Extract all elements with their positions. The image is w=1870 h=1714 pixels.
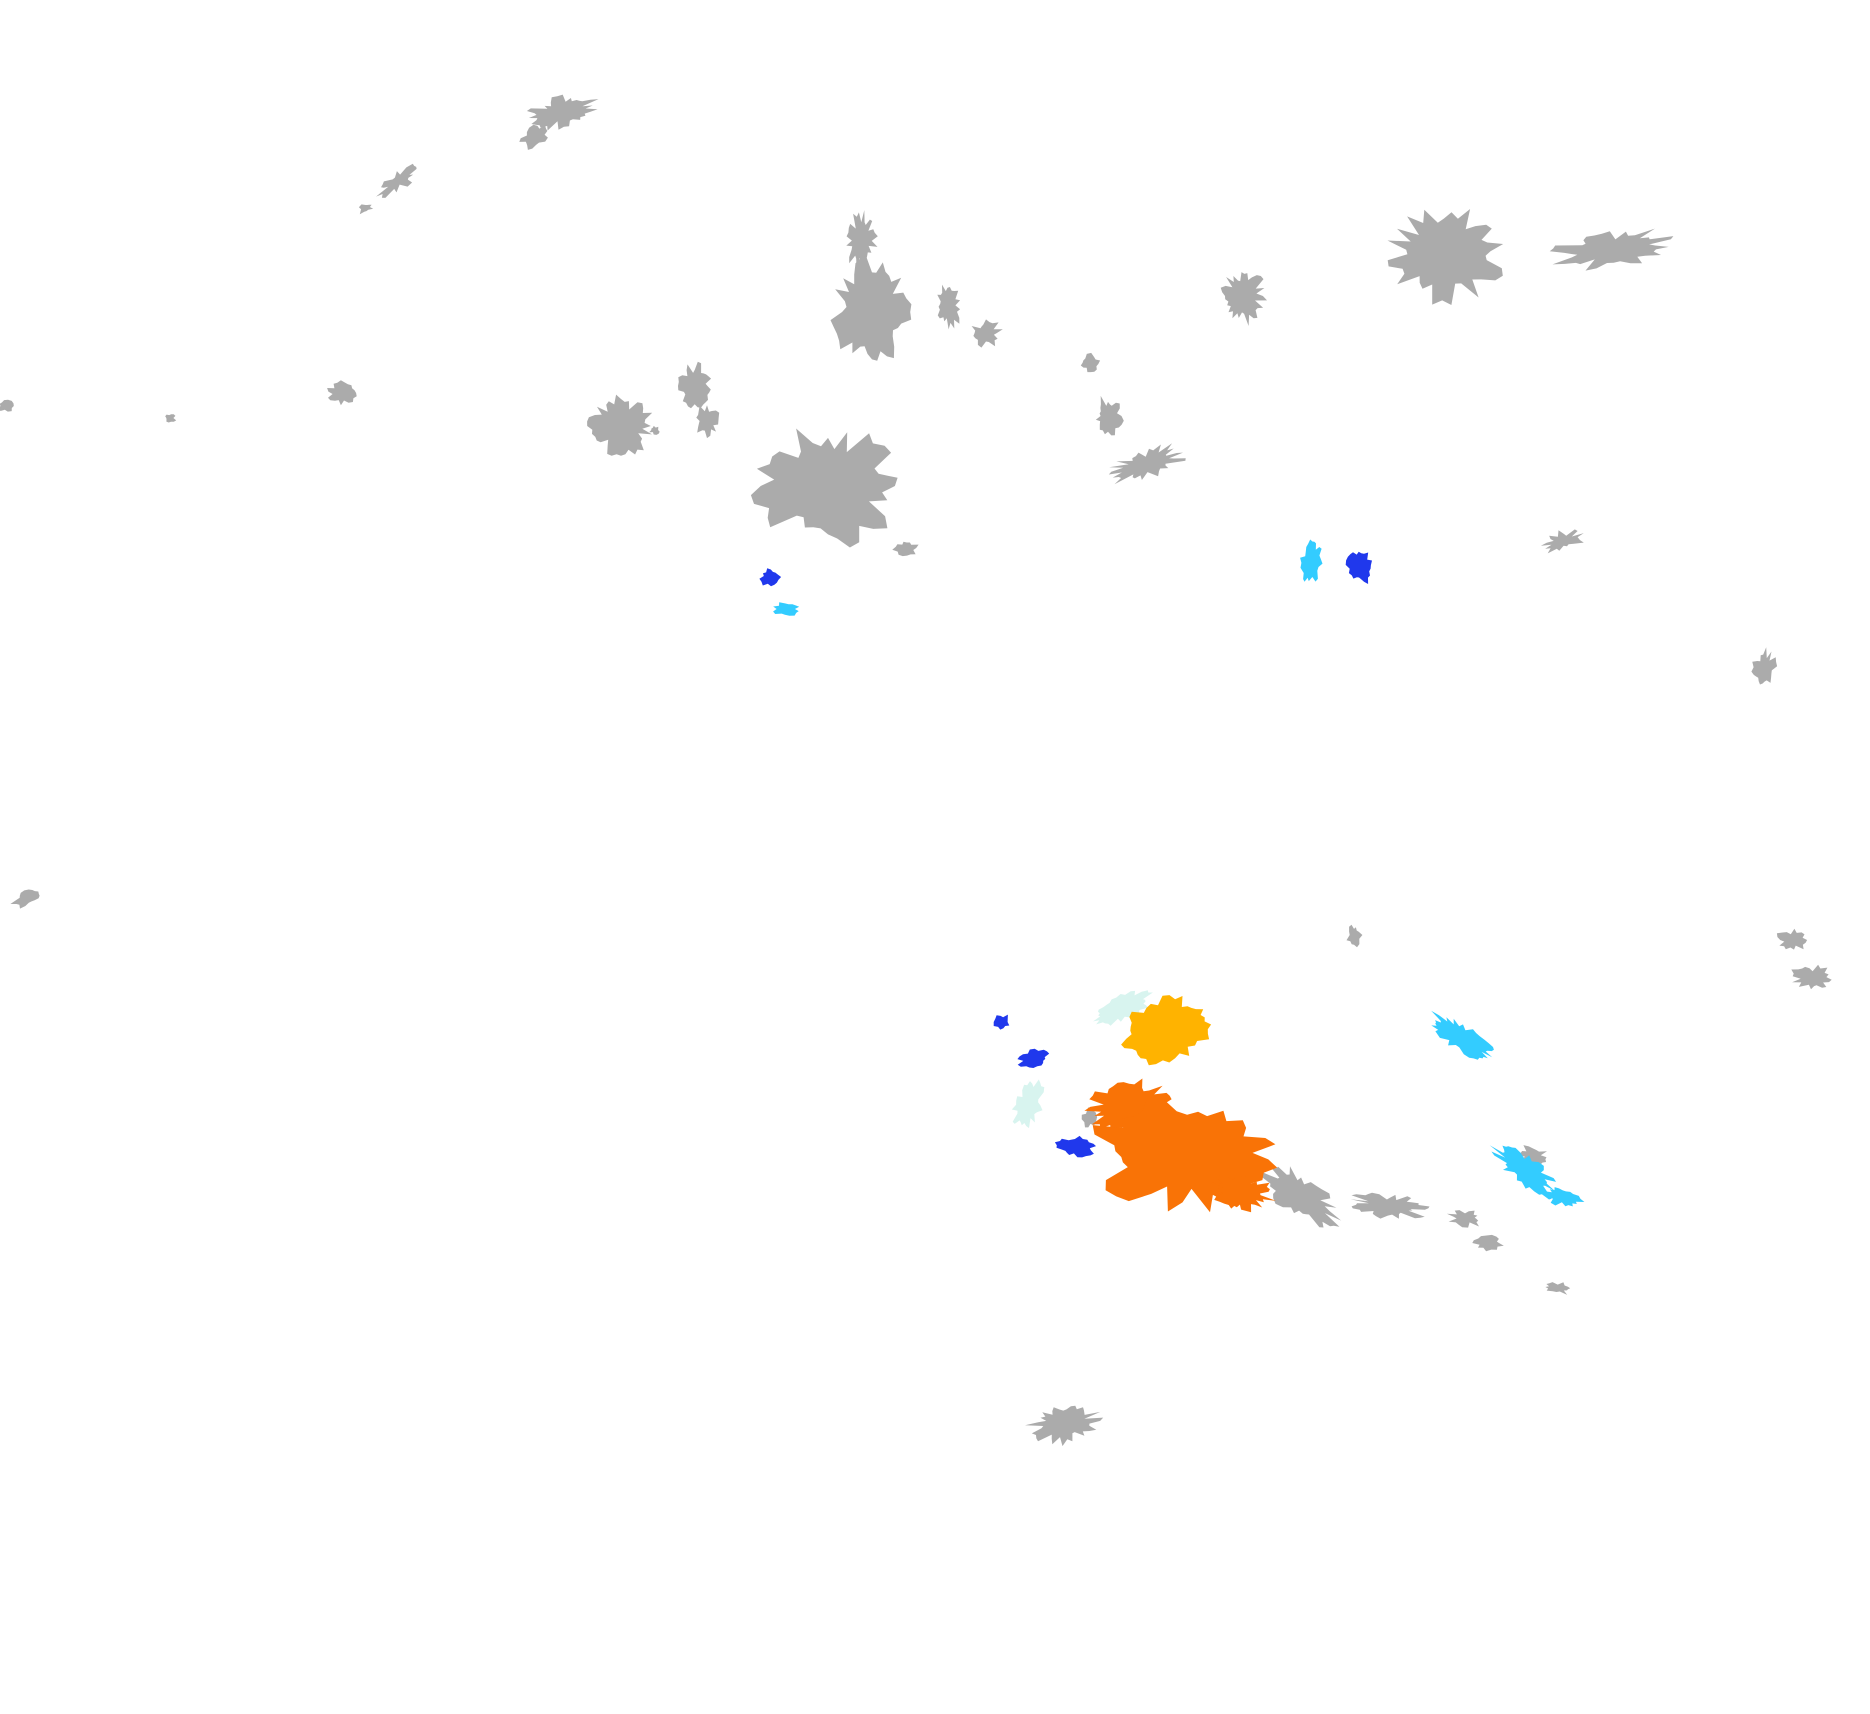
map-blob-blue bbox=[1345, 551, 1372, 584]
map-blob-cyan bbox=[1431, 1010, 1494, 1060]
map-blob-gray bbox=[678, 361, 712, 409]
map-blob-gray bbox=[1080, 352, 1101, 373]
map-blob-gray bbox=[358, 204, 374, 215]
map-blob-gray bbox=[750, 428, 898, 548]
map-blob-gray bbox=[165, 414, 177, 423]
map-blob-gray bbox=[1545, 1282, 1571, 1295]
map-blob-cyan bbox=[1542, 1187, 1585, 1207]
map-blob-gray bbox=[1350, 1192, 1430, 1219]
map-blob-gray bbox=[971, 319, 1003, 348]
map-blob-gray bbox=[1791, 964, 1832, 990]
map-blob-gray bbox=[1081, 1107, 1098, 1128]
map-blob-gray bbox=[1776, 928, 1808, 950]
map-blob-gray bbox=[1255, 1164, 1342, 1228]
map-blob-gray bbox=[830, 255, 912, 361]
map-blob-gray bbox=[1446, 1210, 1479, 1228]
map-blob-gray bbox=[1540, 529, 1584, 554]
map-blob-blue bbox=[1054, 1135, 1096, 1158]
map-blob-blue bbox=[1017, 1048, 1050, 1068]
map-blob-gray bbox=[587, 394, 653, 456]
map-blob-gray bbox=[1472, 1234, 1504, 1252]
map-blob-gray bbox=[376, 163, 417, 198]
map-blob-gray bbox=[1387, 209, 1504, 305]
map-blob-gray bbox=[1346, 924, 1363, 948]
map-blob-gray bbox=[1025, 1405, 1104, 1447]
map-blob-gray bbox=[1517, 1145, 1547, 1167]
map-blob-amber bbox=[1121, 995, 1212, 1066]
map-blob-gray bbox=[327, 380, 357, 406]
map-blob-gray bbox=[519, 124, 548, 150]
map-blob-blue bbox=[993, 1014, 1010, 1030]
map-blob-gray bbox=[1549, 228, 1674, 271]
map-blob-gray bbox=[696, 405, 720, 439]
map-blob-orange bbox=[1212, 1175, 1276, 1213]
map-blob-gray bbox=[526, 94, 599, 131]
map-blob-blue bbox=[759, 568, 782, 587]
map-blob-gray bbox=[1108, 443, 1186, 485]
map-blob-gray bbox=[892, 541, 919, 557]
map-blob-cyan bbox=[773, 602, 800, 616]
map-blob-cyan bbox=[1300, 539, 1323, 582]
map-blob-gray bbox=[1095, 395, 1124, 436]
map-blob-gray bbox=[846, 210, 878, 271]
map-blob-gray bbox=[10, 889, 40, 909]
map-blob-orange bbox=[1084, 1078, 1172, 1131]
map-blob-gray bbox=[649, 425, 660, 435]
map-blob-gray bbox=[1220, 272, 1267, 326]
map-blob-gray bbox=[1751, 647, 1778, 685]
map-blob-pale_cyan bbox=[1011, 1079, 1045, 1129]
map-blob-pale_cyan bbox=[1093, 990, 1153, 1026]
map-blob-cyan bbox=[1489, 1145, 1557, 1200]
map-blob-gray bbox=[937, 284, 961, 330]
map-blob-gray bbox=[0, 399, 14, 412]
